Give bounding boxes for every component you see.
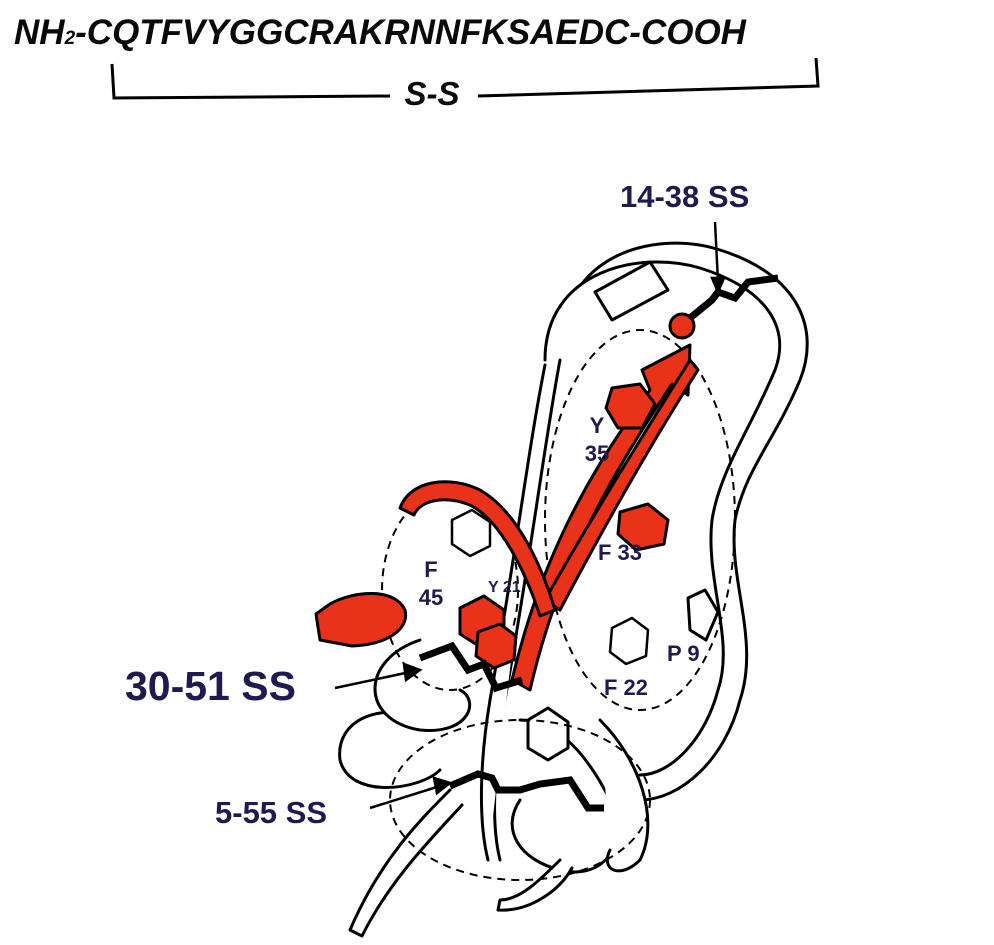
- label-f22: F 22: [604, 674, 648, 702]
- bottom-tail: [498, 860, 572, 910]
- label-y35-letter: Y: [580, 412, 614, 440]
- f22-ring: [610, 618, 648, 664]
- label-f45-number: 45: [414, 584, 448, 612]
- label-y35: Y 35: [580, 412, 614, 468]
- ribbon-outline: [340, 243, 808, 936]
- y21-ring: [452, 510, 490, 556]
- label-f45-letter: F: [414, 556, 448, 584]
- sequence-disulfide-label: S-S: [392, 72, 472, 116]
- tail-strand: [350, 790, 462, 936]
- bottom-ring: [528, 708, 568, 760]
- label-5-55-ss: 5-55 SS: [215, 794, 327, 832]
- label-y35-number: 35: [580, 440, 614, 468]
- label-p9: P 9: [667, 640, 700, 668]
- label-f33: F 33: [598, 539, 642, 567]
- red-left-curl: [316, 593, 406, 646]
- label-f45: F 45: [414, 556, 448, 612]
- label-30-51-ss: 30-51 SS: [125, 662, 296, 710]
- label-y21: Y 21: [488, 578, 521, 598]
- label-14-38-ss: 14-38 SS: [620, 178, 749, 216]
